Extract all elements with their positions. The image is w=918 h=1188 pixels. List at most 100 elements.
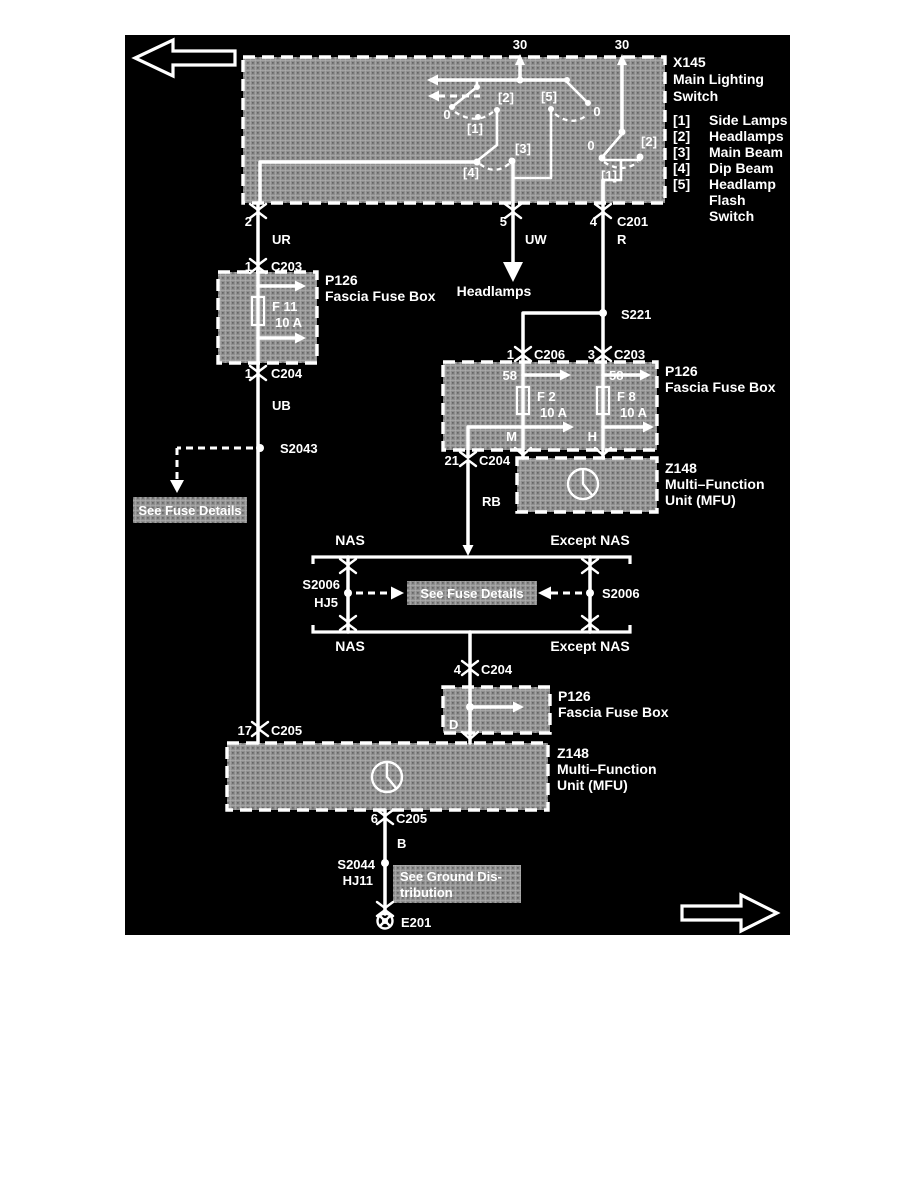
branch-to-fuse-details <box>175 446 253 479</box>
splice-dot-s2043 <box>256 444 264 452</box>
legend-label: Side Lamps <box>709 112 788 128</box>
flow-arrow-right-icon <box>643 421 654 433</box>
market-label-except-nas-bottom: Except NAS <box>550 638 629 654</box>
pin-number: 2 <box>245 214 252 229</box>
fuse-label: F 8 <box>617 389 636 404</box>
flow-arrow-down-icon <box>503 262 523 282</box>
callout-text: See Fuse Details <box>420 586 523 601</box>
pin-number: 21 <box>445 453 459 468</box>
market-label-nas-bottom: NAS <box>335 638 365 654</box>
pin-number: 17 <box>238 723 252 738</box>
legend-key: [4] <box>673 160 690 176</box>
connector-label-c203: C203 <box>614 347 645 362</box>
splice-label-s2006-right: S2006 <box>602 586 640 601</box>
switch-id-label: X145 <box>673 54 706 70</box>
flow-arrow-right-icon <box>391 586 404 600</box>
splice-ref-hj5: HJ5 <box>314 595 338 610</box>
splice-dot-s221 <box>599 309 607 317</box>
pin-number: 5 <box>500 214 507 229</box>
wire-label-ub: UB <box>272 398 291 413</box>
callout-see-ground-distribution <box>393 865 521 903</box>
diagram-canvas: 30 30 <box>125 35 790 935</box>
market-label-nas-top: NAS <box>335 532 365 548</box>
splice-ref-hj11: HJ11 <box>343 873 373 888</box>
component-name-line1: Multi–Function <box>665 476 765 492</box>
connector-c205-17 <box>250 720 270 738</box>
legend-key: [3] <box>673 144 690 160</box>
fuse-symbol-f8 <box>595 385 611 416</box>
legend-label: Main Beam <box>709 144 783 160</box>
legend-label: Headlamps <box>709 128 784 144</box>
wire-rb-branch <box>466 425 525 550</box>
switch-position-4-label: [4] <box>463 165 479 180</box>
flow-arrow-left-icon <box>428 90 439 102</box>
legend-key: [5] <box>673 176 690 192</box>
terminal-30-right-label: 30 <box>615 37 629 52</box>
pin-number: 1 <box>245 259 252 274</box>
component-name-line2: Unit (MFU) <box>557 777 628 793</box>
wire-r-feed <box>521 178 605 460</box>
switch-position-0-upper-right-label: 0 <box>593 104 600 119</box>
wire-label-ur: UR <box>272 232 291 247</box>
pin-number: 1 <box>245 366 252 381</box>
flow-arrow-left-icon <box>538 586 551 600</box>
flow-arrow-up-icon <box>617 54 627 65</box>
flow-arrow-down-icon <box>170 480 184 493</box>
component-id-z148: Z148 <box>665 460 697 476</box>
callout-see-fuse-details-left <box>133 497 247 523</box>
legend-key: [2] <box>673 128 690 144</box>
switch-position-3-label: [3] <box>515 141 531 156</box>
splice-dot-s2044 <box>381 859 389 867</box>
connector-label-c204: C204 <box>479 453 511 468</box>
ground-symbol-e201 <box>376 912 394 930</box>
legend-label: Headlamp <box>709 176 776 192</box>
fuse-rating: 10 A <box>275 315 303 330</box>
fuse-symbol-f2 <box>515 385 531 416</box>
splice-label-s221: S221 <box>621 307 651 322</box>
component-id-p126: P126 <box>665 363 698 379</box>
connector-label-c206: C206 <box>534 347 565 362</box>
continuation-arrow-left-icon <box>131 37 237 79</box>
ground-label-e201: E201 <box>401 915 431 930</box>
continuation-arrow-right-icon <box>680 892 781 934</box>
terminal-58-label: 58 <box>503 368 517 383</box>
component-id-p126: P126 <box>325 272 358 288</box>
fuse-symbol-f11 <box>250 295 266 327</box>
flow-arrow-right-icon <box>563 421 574 433</box>
legend-key: [1] <box>673 112 690 128</box>
splice-label-s2044: S2044 <box>337 857 375 872</box>
pin-number: 4 <box>590 214 598 229</box>
connector-label-c201: C201 <box>617 214 648 229</box>
flow-arrow-right-icon <box>560 369 571 381</box>
terminal-30-left-label: 30 <box>513 37 527 52</box>
market-label-except-nas-top: Except NAS <box>550 532 629 548</box>
switch-position-1-right-label: [1] <box>601 168 617 183</box>
pin-number: 1 <box>507 347 514 362</box>
connector-label-c204: C204 <box>271 366 303 381</box>
component-name: Fascia Fuse Box <box>325 288 436 304</box>
switch-legend: [1] Side Lamps [2] Headlamps [3] Main Be… <box>673 112 788 224</box>
output-label-d: D <box>449 717 458 732</box>
connector-label-c204: C204 <box>481 662 513 677</box>
component-name: Fascia Fuse Box <box>558 704 669 720</box>
flow-arrow-up-icon <box>515 54 525 65</box>
component-name: Fascia Fuse Box <box>665 379 776 395</box>
splice-dot-s2006-right <box>586 589 594 597</box>
switch-name-line1: Main Lighting <box>673 71 764 87</box>
connector-label-c203: C203 <box>271 259 302 274</box>
flow-arrow-down-icon <box>462 545 474 556</box>
pin-number: 4 <box>454 662 462 677</box>
splice-dot-s2006-left <box>344 589 352 597</box>
callout-text-line1: See Ground Dis- <box>400 869 502 884</box>
market-bracket-top <box>311 555 632 564</box>
fuse-label: F 2 <box>537 389 556 404</box>
wire-label-rb: RB <box>482 494 501 509</box>
component-name-line2: Unit (MFU) <box>665 492 736 508</box>
legend-label: Flash <box>709 192 746 208</box>
switch-position-2-left-label: [2] <box>498 90 514 105</box>
flow-arrow-right-icon <box>295 280 306 292</box>
callout-text: See Fuse Details <box>138 503 241 518</box>
pin-number: 6 <box>371 811 378 826</box>
legend-label: Dip Beam <box>709 160 774 176</box>
